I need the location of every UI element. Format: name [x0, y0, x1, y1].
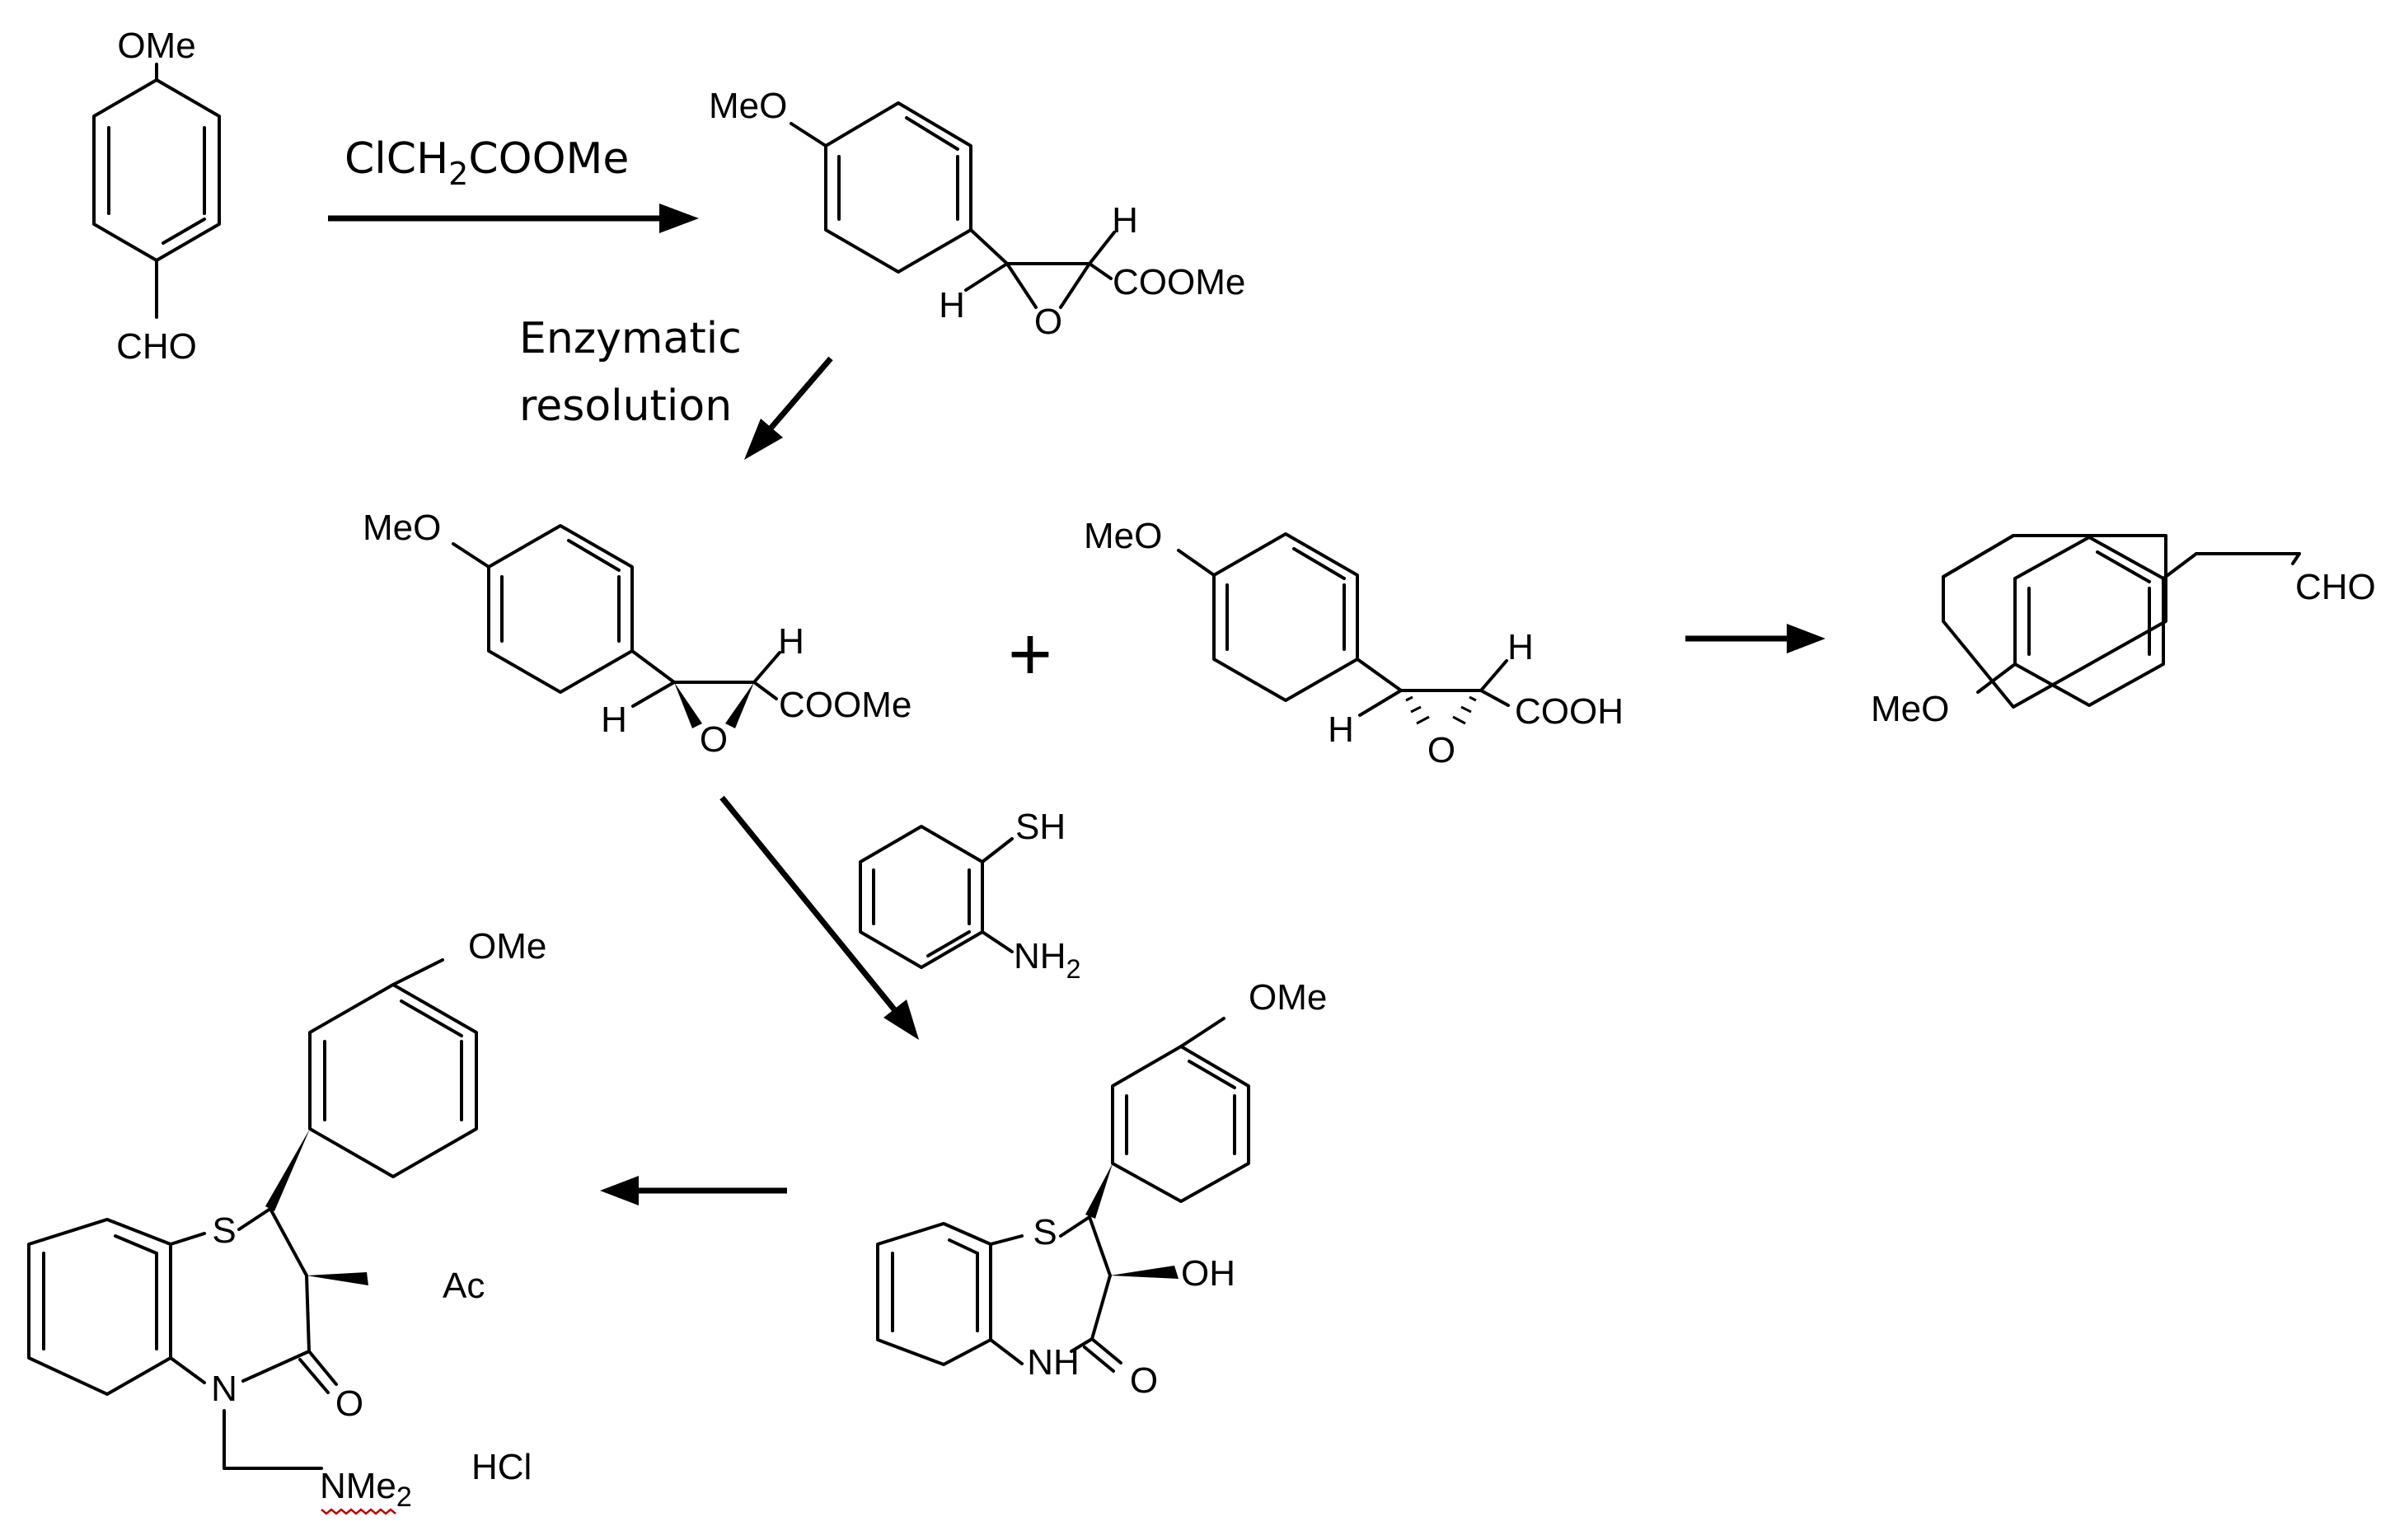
- arrow-ring-opening: [719, 795, 919, 1040]
- carbonyl-oxygen: O: [335, 1383, 363, 1424]
- ester-label: COOMe: [779, 685, 911, 725]
- sulfur-label: S: [1033, 1212, 1057, 1252]
- methoxy-label: MeO: [1871, 689, 1949, 729]
- arrow-enzymatic-resolution: Enzymatic resolution: [519, 314, 833, 460]
- plus-sign: +: [1008, 612, 1052, 696]
- hydrochloride-label: HCl: [471, 1447, 532, 1487]
- reagent-chloroacetate: ClCH2COOMe: [344, 134, 629, 192]
- methoxy-label: MeO: [709, 86, 787, 126]
- compound-chiral-glycidate-ester: MeO O H H COOMe: [363, 508, 911, 760]
- compound-benzothiazepinone: OMe S OH O NH: [876, 977, 1327, 1401]
- acetyl-label: Ac: [443, 1266, 485, 1306]
- epoxide-oxygen: O: [700, 719, 728, 760]
- methoxy-label: MeO: [1084, 516, 1162, 556]
- thiol-label: SH: [1015, 807, 1066, 847]
- compound-glycidic-acid: MeO O H H COOH: [1084, 516, 1624, 770]
- hydrogen-label: H: [1112, 200, 1138, 241]
- ester-label: COOMe: [1113, 262, 1245, 302]
- arrow-decarboxylation: [1685, 624, 1825, 653]
- hydrogen-label: H: [778, 621, 804, 662]
- aldehyde-label: CHO: [2295, 567, 2376, 607]
- compound-phenylacetaldehyde: [1942, 534, 2167, 709]
- compound-racemic-glycidate: MeO O H H COOMe: [709, 86, 1245, 342]
- arrow-darzens: ClCH2COOMe: [328, 134, 699, 233]
- epoxide-oxygen: O: [1427, 730, 1455, 770]
- reagent-resolution: resolution: [519, 381, 732, 431]
- hydrogen-label: H: [1328, 709, 1354, 750]
- compound-diltiazem-hcl: OMe S Ac O N NMe2 HCl: [27, 926, 546, 1515]
- acid-label: COOH: [1515, 691, 1624, 732]
- sulfur-label: S: [212, 1210, 236, 1251]
- reagent-enzymatic: Enzymatic: [519, 314, 742, 363]
- reagent-aminothiophenol: SH NH2: [859, 807, 1080, 984]
- amide-nitrogen: N: [211, 1369, 237, 1409]
- methoxy-label: OMe: [468, 926, 546, 967]
- hydroxyl-label: OH: [1181, 1253, 1235, 1294]
- hydrogen-label: H: [939, 285, 965, 325]
- methoxy-label: MeO: [363, 508, 441, 548]
- hydrogen-label: H: [1507, 627, 1534, 667]
- compound-anisaldehyde: OMe CHO: [92, 26, 221, 367]
- amine-label: NH2: [1014, 936, 1080, 984]
- carbonyl-oxygen: O: [1130, 1360, 1158, 1401]
- aldehyde-label: CHO: [116, 326, 197, 367]
- dimethylamino-label: NMe2: [320, 1466, 412, 1513]
- epoxide-oxygen: O: [1034, 302, 1062, 342]
- hydrogen-label: H: [601, 700, 627, 740]
- spellcheck-underline: [321, 1508, 396, 1515]
- methoxy-label: OMe: [1249, 977, 1327, 1018]
- compound-phenylacetaldehyde-ring: MeO CHO: [1871, 536, 2376, 729]
- methoxy-label: OMe: [117, 26, 195, 66]
- arrow-acylation-alkylation: [600, 1176, 787, 1205]
- amide-nh-label: NH: [1027, 1342, 1080, 1383]
